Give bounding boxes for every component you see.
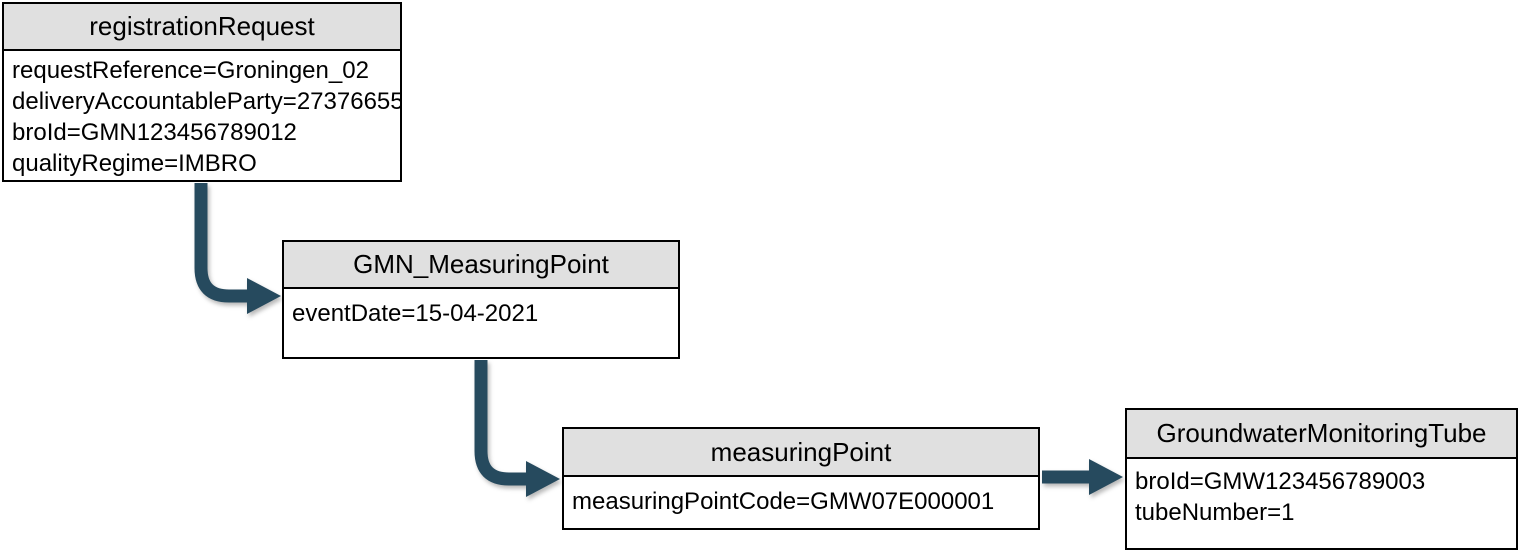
attribute-line: broId=GMN123456789012 <box>12 119 297 146</box>
groundwater-monitoring-tube-attributes: broId=GMW123456789003 tubeNumber=1 <box>1127 459 1516 548</box>
arrow-measuring-point-to-groundwater-monitoring-tube <box>1042 459 1123 495</box>
attribute-line: qualityRegime=IMBRO <box>12 150 257 177</box>
node-registration-request: registrationRequest requestReference=Gro… <box>2 2 402 182</box>
registration-request-title: registrationRequest <box>4 4 400 51</box>
attribute-line: eventDate=15-04-2021 <box>292 300 539 327</box>
measuring-point-attributes: measuringPointCode=GMW07E000001 <box>564 477 1038 528</box>
arrow-registration-to-gmn-measuring-point <box>194 183 281 314</box>
groundwater-monitoring-tube-title: GroundwaterMonitoringTube <box>1127 410 1516 459</box>
attribute-line: measuringPointCode=GMW07E000001 <box>572 488 995 515</box>
attribute-line: tubeNumber=1 <box>1135 499 1295 526</box>
arrow-gmn-measuring-point-to-measuring-point <box>474 360 560 497</box>
node-measuring-point: measuringPoint measuringPointCode=GMW07E… <box>562 427 1040 530</box>
attribute-line: requestReference=Groningen_02 <box>12 57 369 84</box>
attribute-line: deliveryAccountableParty=27376655 <box>12 88 400 115</box>
registration-request-attributes: requestReference=Groningen_02 deliveryAc… <box>4 51 400 180</box>
gmn-measuring-point-title: GMN_MeasuringPoint <box>284 242 678 289</box>
node-groundwater-monitoring-tube: GroundwaterMonitoringTube broId=GMW12345… <box>1125 408 1518 550</box>
attribute-line: broId=GMW123456789003 <box>1135 468 1426 495</box>
gmn-measuring-point-attributes: eventDate=15-04-2021 <box>284 289 678 357</box>
node-gmn-measuring-point: GMN_MeasuringPoint eventDate=15-04-2021 <box>282 240 680 359</box>
measuring-point-title: measuringPoint <box>564 429 1038 477</box>
